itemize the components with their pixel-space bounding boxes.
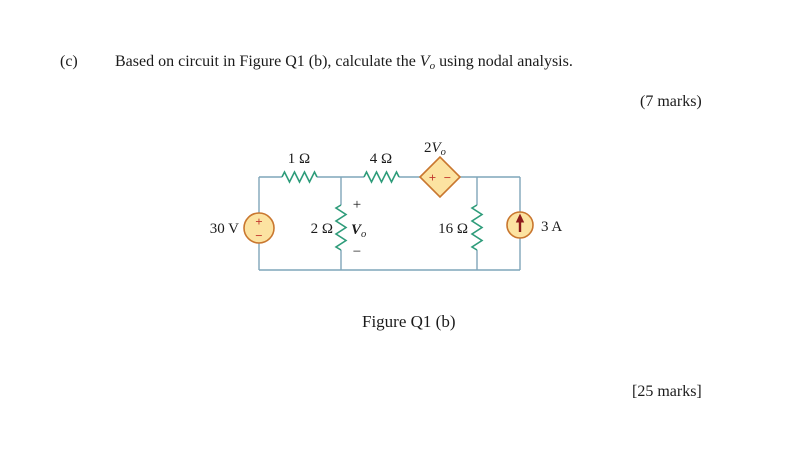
resistor-r16: 16 Ω (438, 204, 484, 251)
resistor-r1-label: 1 Ω (288, 151, 310, 167)
vo-minus-sign: − (353, 244, 361, 260)
question-marks: (7 marks) (640, 93, 702, 110)
voltage-source-label: 30 V (210, 221, 239, 237)
wires (258, 176, 521, 271)
resistor-r16-label: 16 Ω (438, 221, 468, 237)
dependent-source-diamond (418, 155, 462, 199)
dependent-source-coeff: 2 (424, 140, 432, 156)
voltage-source-circle (243, 212, 275, 244)
figure-caption: Figure Q1 (b) (362, 312, 456, 331)
resistor-zigzag (470, 204, 484, 251)
dependent-source-2vo: + − 2Vo (418, 140, 462, 199)
current-source-3a: 3 A (506, 211, 562, 239)
total-marks: [25 marks] (632, 383, 702, 400)
voltage-source-plus-sign: + (255, 214, 262, 229)
resistor-zigzag (363, 170, 400, 184)
resistor-r1: 1 Ω (281, 151, 318, 184)
question-text-before: Based on circuit in Figure Q1 (b), calcu… (115, 53, 420, 70)
vo-plus-sign: + (353, 197, 361, 213)
question-vo-subscript: o (429, 60, 436, 72)
resistor-zigzag (334, 204, 348, 251)
question-vo-symbol: V (419, 53, 430, 70)
voltage-source-minus-sign: − (255, 228, 262, 243)
resistor-r2-label: 2 Ω (311, 221, 333, 237)
dependent-source-plus-sign: + (429, 170, 436, 185)
vo-annotation: + Vo − (351, 197, 366, 260)
question-item-label: (c) (60, 53, 78, 70)
resistor-zigzag (281, 170, 318, 184)
vo-symbol: V (351, 222, 363, 238)
dependent-source-symbol: V (432, 140, 443, 156)
vo-subscript: o (361, 229, 366, 240)
resistor-r4-label: 4 Ω (370, 151, 392, 167)
voltage-source-30v: + − 30 V (210, 212, 275, 244)
resistor-r4: 4 Ω (363, 151, 400, 184)
dependent-source-minus-sign: − (444, 170, 451, 185)
question-text-after: using nodal analysis. (435, 53, 573, 70)
question-text: Based on circuit in Figure Q1 (b), calcu… (115, 52, 573, 72)
dependent-source-label: 2Vo (424, 140, 446, 158)
current-arrow-head (515, 213, 525, 223)
resistor-r2: 2 Ω (311, 204, 348, 251)
vo-label: Vo (351, 222, 366, 240)
dependent-source-subscript: o (441, 147, 446, 158)
current-source-label: 3 A (541, 219, 562, 235)
